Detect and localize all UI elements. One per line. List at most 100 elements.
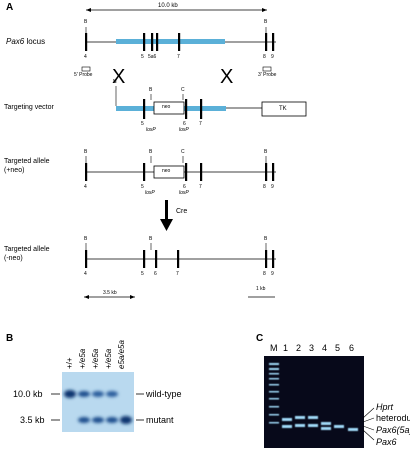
targeted-allele-neo-map [85, 156, 276, 181]
site-b-3: B [149, 87, 153, 93]
exon-5 [143, 33, 146, 51]
marker-ladder [269, 363, 279, 424]
scale-left-label: 3.5 kb [103, 290, 117, 296]
blot-lane-5: e5a/e5a [117, 340, 126, 369]
exon-label-8d: 8 [263, 271, 266, 277]
homology-region [116, 39, 225, 44]
panel-b-letter: B [6, 333, 14, 344]
blot-bands [64, 390, 132, 424]
size-3-5kb: 3.5 kb [20, 415, 45, 425]
loxp-label-4: loxP [179, 190, 189, 196]
exon-label-4c: 4 [84, 184, 87, 190]
gel-background [264, 356, 364, 448]
exon-label-5: 5 [141, 54, 144, 60]
gel-lane-m: M [270, 343, 278, 353]
exon-label-9: 9 [271, 54, 274, 60]
probe-3 [262, 66, 272, 72]
exon-label-5d: 5 [141, 271, 144, 277]
exon-label-4d: 4 [84, 271, 87, 277]
exon-label-6d: 6 [154, 271, 157, 277]
loxp-label-2: loxP [179, 127, 189, 133]
exon-label-7b: 7 [199, 121, 202, 127]
gel-label-heteroduplex: heteroduplex [376, 413, 410, 423]
gel-label-pax6: Pax6 [376, 437, 397, 447]
probe-3-label: 3' Probe [258, 72, 277, 78]
southern-blot [51, 372, 144, 432]
exon-label-8: 8 [263, 54, 266, 60]
blot-lane-3: +/e5a [91, 348, 100, 369]
blot-lane-4: +/e5a [104, 348, 113, 369]
band-mutant: mutant [146, 415, 174, 425]
loxp-label-1: loxP [146, 127, 156, 133]
panel-a-letter: A [6, 2, 14, 13]
neo-allele-label-2: (+neo) [4, 167, 25, 174]
gel-bands [282, 416, 358, 431]
cre-label: Cre [176, 208, 188, 215]
del-allele-label-2: (-neo) [4, 255, 23, 262]
exon-label-7d: 7 [176, 271, 179, 277]
site-b-2: B [264, 19, 268, 25]
scale-top-label: 10.0 kb [158, 3, 178, 9]
exon-label-5b: 5 [141, 121, 144, 127]
crossover-right: X [220, 66, 234, 88]
site-c-2: C [181, 149, 185, 155]
site-c-1: C [181, 87, 185, 93]
neo-label-2: neo [162, 168, 171, 174]
exon-label-7: 7 [177, 54, 180, 60]
site-n: N [113, 79, 117, 85]
exon-label-5c: 5 [141, 184, 144, 190]
exon-8 [265, 33, 268, 51]
tk-label: TK [279, 106, 287, 112]
site-b-6: B [264, 149, 268, 155]
vector-label: Targeting vector [4, 104, 54, 111]
del-allele-label-1: Targeted allele [4, 246, 50, 253]
site-b-1: B [84, 19, 88, 25]
exon-label-9d: 9 [271, 271, 274, 277]
site-b-4: B [84, 149, 88, 155]
site-b-9: B [264, 236, 268, 242]
neo-allele-label-1: Targeted allele [4, 158, 50, 165]
gel-lane-6: 6 [349, 343, 355, 353]
pcr-gel [264, 356, 375, 448]
exon-label-4: 4 [84, 54, 87, 60]
neo-label-1: neo [162, 104, 171, 110]
exon-5a [151, 33, 154, 51]
site-b-7: B [84, 236, 88, 242]
site-b-8: B [149, 236, 153, 242]
gel-label-hprt: Hprt [376, 402, 394, 412]
scale-arrow-10kb [86, 8, 267, 12]
exon-7 [178, 33, 181, 51]
gel-label-leaders [362, 407, 375, 441]
exon-9 [272, 33, 275, 51]
panel-a-diagram [81, 8, 307, 299]
pax6-locus-map [81, 27, 276, 72]
gel-label-pax6-5a: Pax6(5a) [376, 425, 410, 435]
size-10kb: 10.0 kb [13, 389, 43, 399]
scale-right-label: 1 kb [256, 286, 266, 292]
gel-lane-4: 4 [322, 343, 328, 353]
band-wild-type: wild-type [146, 389, 182, 399]
targeting-vector-map [115, 86, 307, 119]
blot-lane-2: +/e5a [78, 348, 87, 369]
loxp-label-3: loxP [145, 190, 155, 196]
cre-arrow [160, 200, 173, 231]
crossover-left: X [112, 66, 126, 88]
probe-5-label: 5' Probe [74, 72, 93, 78]
site-b-5: B [149, 149, 153, 155]
exon-4 [85, 33, 88, 51]
tk-cassette [261, 101, 307, 117]
exon-label-6c: 6 [183, 184, 186, 190]
exon-label-7c: 7 [199, 184, 202, 190]
exon-label-6b: 6 [183, 121, 186, 127]
locus-label: Pax6 locus [6, 37, 46, 46]
gel-lane-3: 3 [309, 343, 315, 353]
blot-lane-labels: +/+ +/e5a +/e5a +/e5a e5a/e5a [46, 333, 141, 373]
gel-lane-5: 5 [335, 343, 341, 353]
neo-cassette [153, 101, 185, 115]
scale-bars [84, 295, 275, 299]
blot-lane-1: +/+ [65, 357, 74, 369]
panel-c-letter: C [256, 333, 264, 344]
targeted-allele-del-map [85, 243, 276, 268]
exon-6 [156, 33, 159, 51]
